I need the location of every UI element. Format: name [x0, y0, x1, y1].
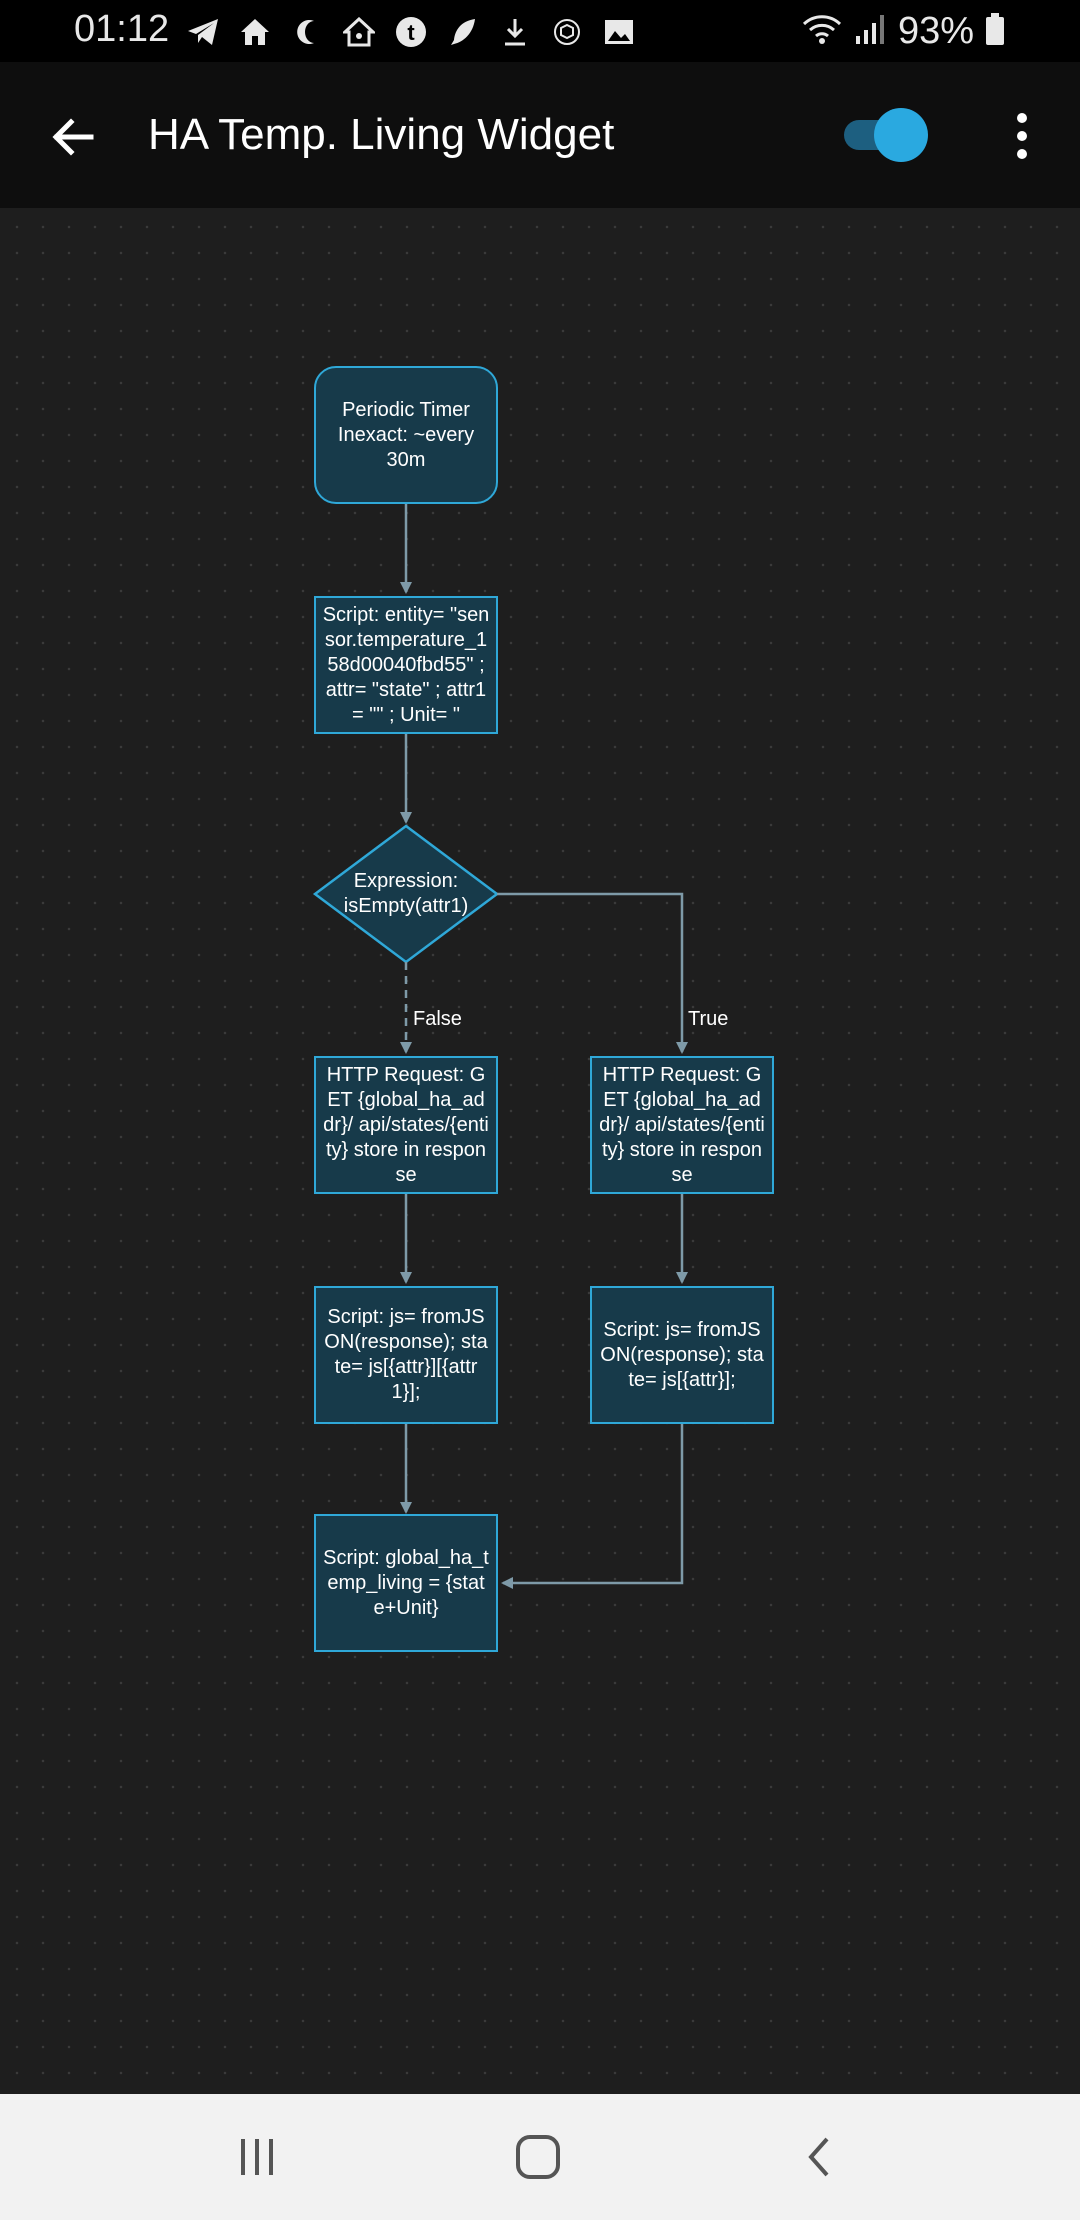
flow-canvas[interactable]: Periodic Timer Inexact: ~every 30m Scrip…: [0, 208, 1080, 2094]
home-icon: [236, 13, 274, 51]
svg-text:t: t: [407, 20, 415, 45]
image-icon: [600, 13, 638, 51]
page-title: HA Temp. Living Widget: [148, 110, 615, 159]
node-label: Expression: isEmpty(attr1): [343, 870, 469, 917]
edge-script-right-final: [501, 1424, 684, 1589]
enable-toggle[interactable]: [842, 106, 928, 162]
status-time: 01:12: [74, 8, 170, 50]
node-expression-label[interactable]: Expression: isEmpty(attr1): [326, 858, 486, 930]
nav-back-button[interactable]: [784, 2124, 854, 2190]
node-label: HTTP Request: GET {global_ha_addr}/ api/…: [599, 1063, 765, 1186]
node-label: Script: js= fromJSON(response); state= j…: [600, 1318, 764, 1391]
overflow-menu-button[interactable]: [998, 106, 1046, 166]
moon-icon: [288, 13, 326, 51]
navigation-bar: [0, 2094, 1080, 2220]
arrow-back-icon: [52, 118, 94, 156]
node-script-entity[interactable]: Script: entity= "sensor.temperature_158d…: [314, 596, 498, 734]
app-bar: HA Temp. Living Widget: [0, 62, 1080, 208]
recents-icon: [241, 2139, 273, 2175]
signal-icon: [854, 12, 888, 51]
t-icon: t: [392, 13, 430, 51]
battery-percent: 93%: [897, 9, 974, 52]
node-label: Script: entity= "sensor.temperature_158d…: [322, 603, 490, 726]
back-button[interactable]: [40, 104, 106, 170]
node-script-final[interactable]: Script: global_ha_temp_living = {state+U…: [314, 1514, 498, 1652]
feather-icon: [444, 13, 482, 51]
node-label: Script: js= fromJSON(response); state= j…: [324, 1306, 488, 1403]
node-script-parse-right[interactable]: Script: js= fromJSON(response); state= j…: [590, 1286, 774, 1424]
battery-icon: [984, 12, 1006, 51]
toggle-thumb: [874, 108, 928, 162]
home-button[interactable]: [503, 2124, 573, 2190]
nav-back-icon: [808, 2137, 829, 2177]
download-icon: [496, 13, 534, 51]
home-assistant-icon: [340, 13, 378, 51]
more-vert-icon: [1017, 113, 1027, 159]
node-label: Script: global_ha_temp_living = {state+U…: [323, 1546, 489, 1619]
wifi-icon: [800, 12, 844, 51]
edge-label-true: True: [688, 1008, 729, 1030]
cube-icon: [548, 13, 586, 51]
node-periodic-timer[interactable]: Periodic Timer Inexact: ~every 30m: [314, 366, 498, 504]
flow-edges: [312, 504, 688, 1589]
node-http-request-right[interactable]: HTTP Request: GET {global_ha_addr}/ api/…: [590, 1056, 774, 1194]
system-status: 93%: [800, 8, 1006, 54]
notification-icons: t: [184, 10, 638, 54]
node-label: HTTP Request: GET {global_ha_addr}/ api/…: [323, 1063, 489, 1186]
edge-true: [497, 892, 688, 1054]
telegram-icon: [184, 13, 222, 51]
home-circle-icon: [516, 2135, 560, 2179]
node-label: Periodic Timer Inexact: ~every 30m: [337, 398, 475, 471]
node-http-request-left[interactable]: HTTP Request: GET {global_ha_addr}/ api/…: [314, 1056, 498, 1194]
edge-label-false: False: [413, 1008, 462, 1030]
node-script-parse-left[interactable]: Script: js= fromJSON(response); state= j…: [314, 1286, 498, 1424]
status-bar: 01:12 t: [0, 0, 1080, 62]
recents-button[interactable]: [222, 2124, 292, 2190]
